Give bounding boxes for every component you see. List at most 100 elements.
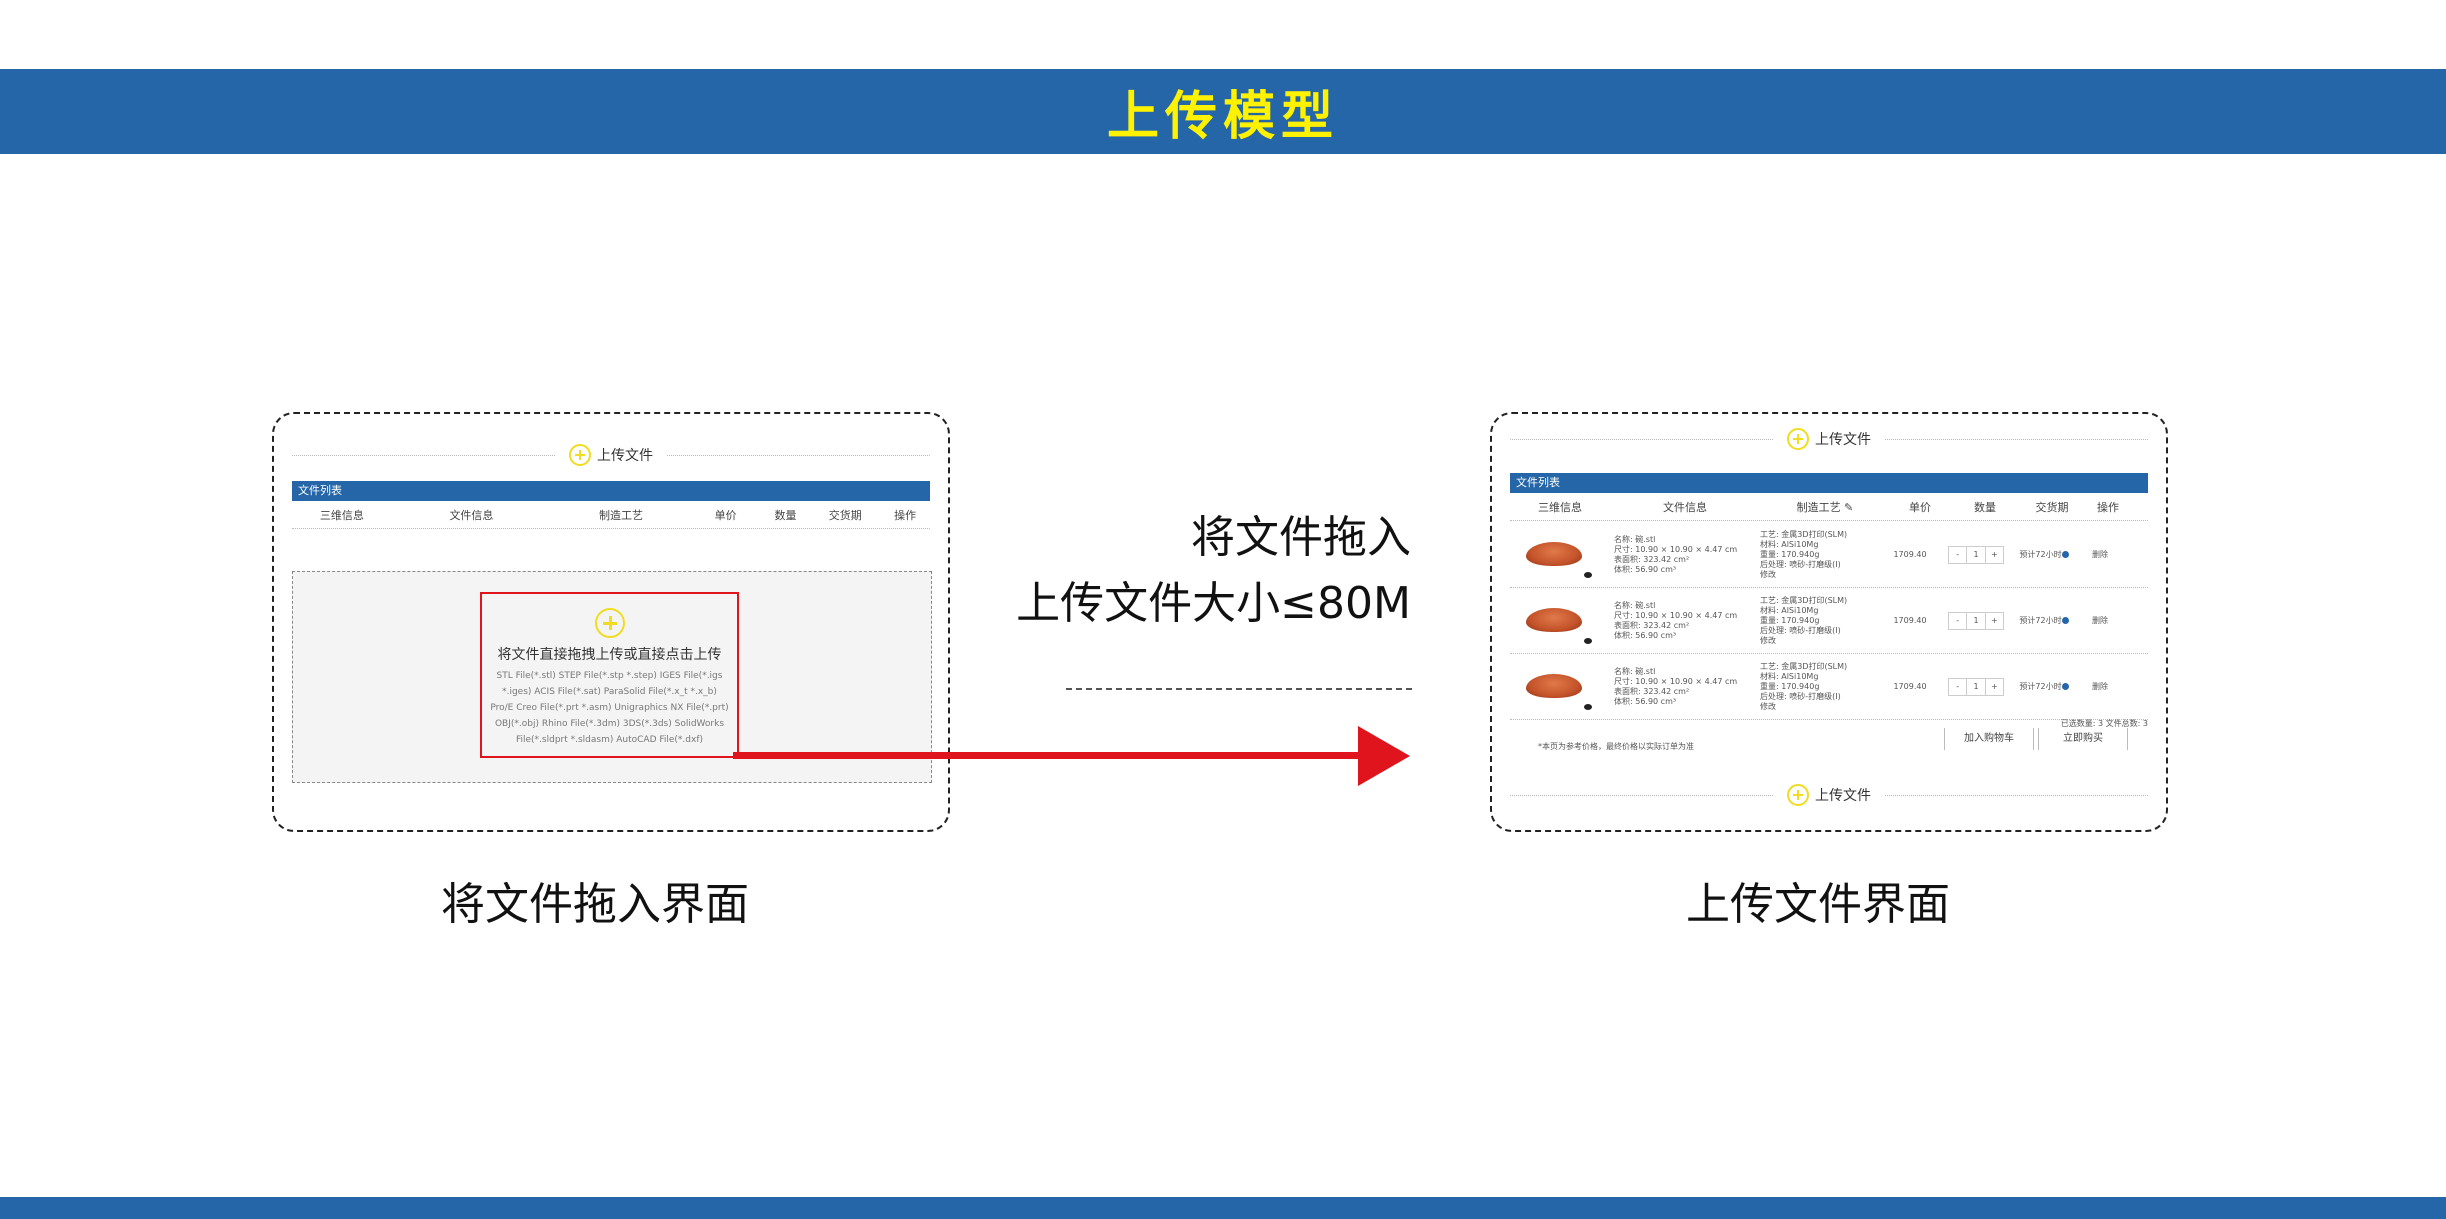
supported-formats: STL File(*.stl) STEP File(*.stp *.step) … — [490, 671, 729, 745]
upload-list-panel: 上传文件 文件列表 三维信息 文件信息 制造工艺 ✎ 单价 数量 交货期 操作 … — [1490, 412, 2168, 832]
col-qty: 数量 — [1974, 500, 1996, 514]
quantity-input[interactable]: 1 — [1967, 612, 1986, 629]
eye-icon[interactable] — [1584, 572, 1592, 578]
upload-label: 上传文件 — [1815, 432, 1871, 448]
manufacture-info: 工艺: 金属3D打印(SLM) 材料: AlSi10Mg 重量: 170.940… — [1760, 662, 1880, 712]
upload-file-button[interactable]: 上传文件 — [1773, 784, 1885, 806]
increment-button[interactable]: + — [1990, 615, 1998, 625]
edit-link[interactable]: 修改 — [1760, 635, 1776, 645]
decrement-button[interactable]: - — [1949, 546, 1968, 563]
quantity-input[interactable]: 1 — [1967, 678, 1986, 695]
file-info: 名称: 碗.stl 尺寸: 10.90 × 10.90 × 4.47 cm 表面… — [1610, 667, 1760, 707]
file-name: 名称: 碗.stl — [1614, 600, 1656, 610]
file-area: 表面积: 323.42 cm² — [1614, 686, 1690, 696]
material: 材料: AlSi10Mg — [1760, 671, 1819, 681]
col-price: 单价 — [1909, 500, 1931, 514]
model-preview — [1510, 654, 1610, 719]
info-icon[interactable] — [2061, 617, 2069, 624]
table-row: 名称: 碗.stl 尺寸: 10.90 × 10.90 × 4.47 cm 表面… — [1510, 588, 2148, 654]
quantity-input[interactable]: 1 — [1967, 546, 1986, 563]
delete-button[interactable]: 删除 — [2092, 616, 2108, 625]
edit-link[interactable]: 修改 — [1760, 569, 1776, 579]
increment-button[interactable]: + — [1990, 681, 1998, 691]
upload-file-button[interactable]: 上传文件 — [1773, 428, 1885, 450]
plus-circle-icon — [594, 608, 625, 638]
process: 工艺: 金属3D打印(SLM) — [1760, 595, 1848, 605]
bottom-bar — [0, 1197, 2446, 1219]
file-size: 尺寸: 10.90 × 10.90 × 4.47 cm — [1614, 610, 1738, 620]
hint-line-1: 将文件拖入 — [1191, 512, 1411, 563]
model-thumbnail — [1526, 608, 1582, 632]
process: 工艺: 金属3D打印(SLM) — [1760, 661, 1848, 671]
edit-link[interactable]: 修改 — [1760, 701, 1776, 711]
table-header: 三维信息 文件信息 制造工艺 单价 数量 交货期 操作 — [292, 501, 930, 529]
model-thumbnail — [1526, 542, 1582, 566]
drop-title: 将文件直接拖拽上传或直接点击上传 — [497, 647, 722, 663]
totals: 已选数量: 3 文件总数: 3 — [2060, 719, 2148, 728]
process: 工艺: 金属3D打印(SLM) — [1760, 529, 1848, 539]
file-area: 表面积: 323.42 cm² — [1614, 554, 1690, 564]
drop-target-box[interactable]: 将文件直接拖拽上传或直接点击上传 STL File(*.stl) STEP Fi… — [480, 592, 739, 758]
file-info: 名称: 碗.stl 尺寸: 10.90 × 10.90 × 4.47 cm 表面… — [1610, 535, 1760, 575]
material: 材料: AlSi10Mg — [1760, 605, 1819, 615]
col-price: 单价 — [714, 508, 737, 522]
increment-button[interactable]: + — [1990, 549, 1998, 559]
col-process: 制造工艺 — [598, 508, 643, 522]
info-icon[interactable] — [2061, 551, 2069, 558]
col-3d-info: 三维信息 — [1538, 500, 1582, 514]
file-volume: 体积: 56.90 cm³ — [1614, 696, 1677, 706]
decrement-button[interactable]: - — [1949, 612, 1968, 629]
arrow-right-icon — [1358, 726, 1410, 786]
col-delivery: 交货期 — [828, 508, 862, 522]
file-size: 尺寸: 10.90 × 10.90 × 4.47 cm — [1614, 676, 1738, 686]
col-file-info: 文件信息 — [449, 508, 494, 522]
delivery-text: 预计72小时 — [2019, 616, 2062, 625]
decrement-button[interactable]: - — [1949, 678, 1968, 695]
col-process[interactable]: 制造工艺 ✎ — [1796, 500, 1854, 514]
file-info: 名称: 碗.stl 尺寸: 10.90 × 10.90 × 4.47 cm 表面… — [1610, 601, 1760, 641]
delivery-time: 预计72小时 — [2012, 615, 2076, 626]
add-to-cart-button[interactable]: 加入购物车 — [1944, 728, 2034, 750]
delivery-time: 预计72小时 — [2012, 681, 2076, 692]
file-volume: 体积: 56.90 cm³ — [1614, 564, 1677, 574]
file-name: 名称: 碗.stl — [1614, 534, 1656, 544]
file-list-header: 文件列表 — [1510, 473, 2148, 493]
quantity-stepper[interactable]: - 1 + — [1948, 545, 2004, 564]
hint-line-2: 上传文件大小≤80M — [1016, 578, 1411, 629]
post-process: 后处理: 喷砂-打磨级(I) — [1760, 559, 1841, 569]
table-row: 名称: 碗.stl 尺寸: 10.90 × 10.90 × 4.47 cm 表面… — [1510, 654, 2148, 720]
divider — [1066, 688, 1412, 690]
col-qty: 数量 — [774, 508, 797, 522]
upload-file-button[interactable]: 上传文件 — [555, 444, 667, 466]
upload-row: 上传文件 — [292, 442, 930, 468]
info-icon[interactable] — [2061, 683, 2069, 690]
file-area: 表面积: 323.42 cm² — [1614, 620, 1690, 630]
weight: 重量: 170.940g — [1760, 549, 1820, 559]
manufacture-info: 工艺: 金属3D打印(SLM) 材料: AlSi10Mg 重量: 170.940… — [1760, 596, 1880, 646]
plus-circle-icon — [569, 444, 591, 466]
quantity-stepper[interactable]: - 1 + — [1948, 611, 2004, 630]
upload-row-top: 上传文件 — [1510, 426, 2148, 452]
arrow-shaft — [733, 752, 1363, 759]
eye-icon[interactable] — [1584, 638, 1592, 644]
delete-button[interactable]: 删除 — [2092, 550, 2108, 559]
quantity-stepper[interactable]: - 1 + — [1948, 677, 2004, 696]
post-process: 后处理: 喷砂-打磨级(I) — [1760, 625, 1841, 635]
plus-circle-icon — [1787, 784, 1809, 806]
manufacture-info: 工艺: 金属3D打印(SLM) 材料: AlSi10Mg 重量: 170.940… — [1760, 530, 1880, 580]
delete-button[interactable]: 删除 — [2092, 682, 2108, 691]
col-op: 操作 — [2097, 500, 2119, 514]
col-delivery: 交货期 — [2035, 500, 2069, 514]
upload-label: 上传文件 — [1815, 788, 1871, 804]
file-list-header: 文件列表 — [292, 481, 930, 501]
drop-zone[interactable]: 将文件直接拖拽上传或直接点击上传 STL File(*.stl) STEP Fi… — [292, 571, 932, 783]
file-volume: 体积: 56.90 cm³ — [1614, 630, 1677, 640]
eye-icon[interactable] — [1584, 704, 1592, 710]
unit-price: 1709.40 — [1893, 682, 1927, 691]
weight: 重量: 170.940g — [1760, 681, 1820, 691]
plus-circle-icon — [1787, 428, 1809, 450]
buy-now-button[interactable]: 立即购买 — [2038, 728, 2128, 750]
page-title: 上传模型 — [1106, 87, 1339, 147]
material: 材料: AlSi10Mg — [1760, 539, 1819, 549]
table-header: 三维信息 文件信息 制造工艺 ✎ 单价 数量 交货期 操作 — [1510, 493, 2148, 521]
